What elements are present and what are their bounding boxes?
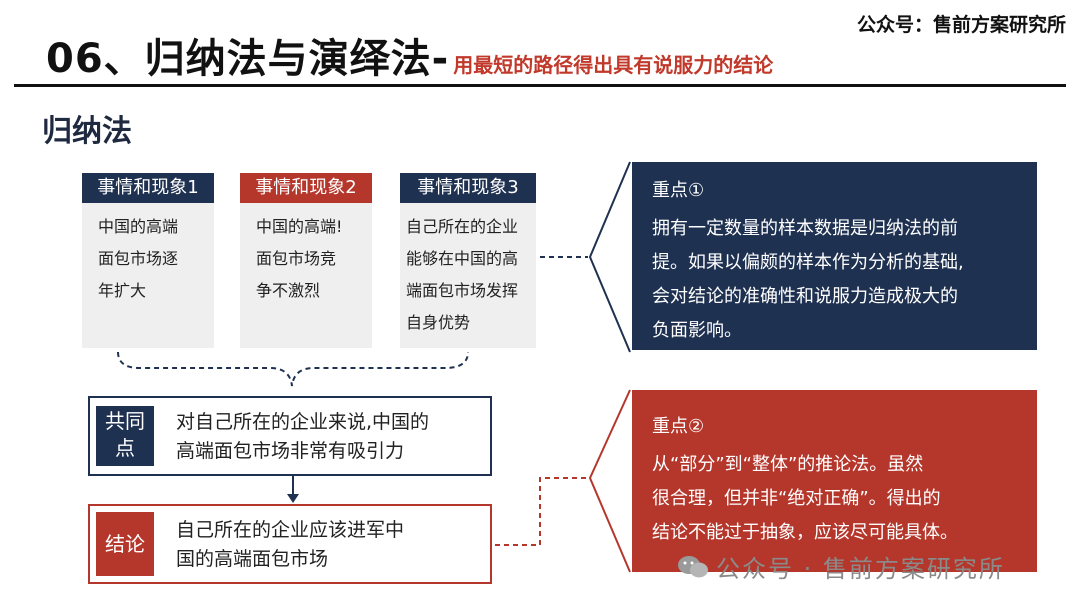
page-title: 06、归纳法与演绎法-用最短的路径得出具有说服力的结论	[46, 26, 773, 84]
common-tag-line: 共同	[105, 409, 145, 433]
case-body: 自己所在的企业 能够在中国的高 端面包市场发挥 自身优势	[400, 203, 536, 348]
common-tag-line: 点	[115, 436, 135, 460]
wechat-icon	[678, 555, 708, 577]
key-point-line: 负面影响。	[652, 320, 742, 341]
conclusion-box: 结论 自己所在的企业应该进军中 国的高端面包市场	[88, 504, 492, 584]
case-card-1: 事情和现象1 中国的高端 面包市场逐 年扩大	[82, 173, 214, 348]
case-header: 事情和现象2	[240, 173, 372, 203]
conclusion-text-line: 自己所在的企业应该进军中	[176, 519, 405, 541]
title-subtitle: 用最短的路径得出具有说服力的结论	[453, 53, 774, 77]
bracket-2	[588, 389, 631, 573]
key-point-1-heading: 重点①	[652, 180, 705, 201]
case-card-2: 事情和现象2 中国的高端! 面包市场竞 争不激烈	[240, 173, 372, 348]
watermark-text: 公众号 · 售前方案研究所	[716, 555, 1005, 583]
key-point-2-text: 从“部分”到“整体”的推论法。虽然 很合理，但并非“绝对正确”。得出的 结论不能…	[652, 448, 1017, 550]
case-line: 面包市场竞	[256, 249, 337, 268]
key-point-line: 很合理，但并非“绝对正确”。得出的	[652, 488, 941, 509]
key-point-1-text: 拥有一定数量的样本数据是归纳法的前 提。如果以偏颇的样本作为分析的基础, 会对结…	[652, 212, 1017, 348]
dashed-connector-2	[495, 477, 590, 546]
common-point-box: 共同 点 对自己所在的企业来说,中国的 高端面包市场非常有吸引力	[88, 396, 492, 476]
merge-brace	[117, 351, 469, 387]
case-body: 中国的高端! 面包市场竞 争不激烈	[240, 203, 372, 348]
conclusion-tag: 结论	[96, 512, 154, 576]
section-title: 归纳法	[42, 114, 132, 149]
case-line: 面包市场逐	[98, 249, 179, 268]
key-point-line: 提。如果以偏颇的样本作为分析的基础,	[652, 252, 964, 273]
bracket-1	[588, 161, 631, 353]
watermark: 公众号 · 售前方案研究所	[676, 549, 1005, 584]
case-card-3: 事情和现象3 自己所在的企业 能够在中国的高 端面包市场发挥 自身优势	[400, 173, 536, 348]
common-text: 对自己所在的企业来说,中国的 高端面包市场非常有吸引力	[176, 408, 429, 466]
title-divider	[14, 84, 1066, 87]
case-line: 能够在中国的高	[406, 249, 519, 268]
common-text-line: 对自己所在的企业来说,中国的	[176, 411, 430, 433]
case-line: 自身优势	[406, 313, 471, 332]
case-line: 争不激烈	[256, 281, 321, 300]
case-header: 事情和现象1	[82, 173, 214, 203]
case-header: 事情和现象3	[400, 173, 536, 203]
case-body: 中国的高端 面包市场逐 年扩大	[82, 203, 214, 348]
down-arrow-head	[287, 494, 299, 503]
key-point-2-panel: 重点② 从“部分”到“整体”的推论法。虽然 很合理，但并非“绝对正确”。得出的 …	[632, 390, 1037, 572]
key-point-line: 结论不能过于抽象，应该尽可能具体。	[652, 522, 958, 543]
key-point-2-heading: 重点②	[652, 416, 705, 437]
brand-label: 公众号：售前方案研究所	[856, 14, 1066, 36]
title-main: 06、归纳法与演绎法-	[46, 36, 450, 82]
case-line: 年扩大	[98, 281, 147, 300]
case-line: 端面包市场发挥	[406, 281, 519, 300]
case-line: 自己所在的企业	[406, 217, 519, 236]
key-point-line: 拥有一定数量的样本数据是归纳法的前	[652, 218, 958, 239]
key-point-1-panel: 重点① 拥有一定数量的样本数据是归纳法的前 提。如果以偏颇的样本作为分析的基础,…	[632, 162, 1037, 350]
case-line: 中国的高端	[98, 217, 179, 236]
conclusion-text-line: 国的高端面包市场	[176, 548, 329, 570]
case-line: 中国的高端!	[256, 217, 343, 236]
key-point-line: 会对结论的准确性和说服力造成极大的	[652, 286, 958, 307]
common-text-line: 高端面包市场非常有吸引力	[176, 440, 405, 462]
key-point-line: 从“部分”到“整体”的推论法。虽然	[652, 454, 924, 475]
common-tag: 共同 点	[96, 406, 154, 466]
conclusion-text: 自己所在的企业应该进军中 国的高端面包市场	[176, 516, 404, 574]
